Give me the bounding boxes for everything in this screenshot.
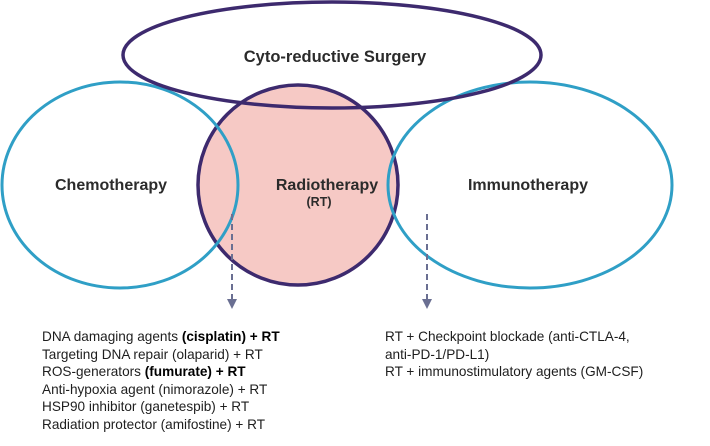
- radiotherapy-circle: [196, 83, 400, 287]
- list-item: Targeting DNA repair (olaparid) + RT: [42, 346, 263, 362]
- chemo-radio-combinations-list: DNA damaging agents (cisplatin) + RT Tar…: [42, 328, 280, 434]
- list-item: HSP90 inhibitor (ganetespib) + RT: [42, 399, 250, 415]
- radiotherapy-abbr-label: (RT): [307, 195, 332, 209]
- list-item: Anti-hypoxia agent (nimorazole) + RT: [42, 381, 268, 397]
- immuno-radio-combinations-list: RT + Checkpoint blockade (anti-CTLA-4, a…: [385, 328, 643, 381]
- radiotherapy-label: Radiotherapy: [276, 177, 378, 194]
- immunotherapy-circle: [386, 80, 674, 290]
- surgery-label: Cyto-reductive Surgery: [244, 48, 427, 66]
- list-item: DNA damaging agents (cisplatin) + RT: [42, 329, 280, 344]
- list-item: anti-PD-1/PD-L1): [385, 346, 490, 362]
- surgery-ellipse: [121, 0, 543, 110]
- list-item: RT + immunostimulatory agents (GM-CSF): [385, 364, 644, 380]
- chemotherapy-label: Chemotherapy: [55, 177, 167, 194]
- chemotherapy-circle: [0, 80, 240, 290]
- immunotherapy-label: Immunotherapy: [468, 177, 588, 194]
- list-item: ROS-generators (fumurate) + RT: [42, 364, 246, 380]
- list-item: RT + Checkpoint blockade (anti-CTLA-4,: [385, 329, 630, 344]
- list-item: Radiation protector (amifostine) + RT: [42, 416, 266, 432]
